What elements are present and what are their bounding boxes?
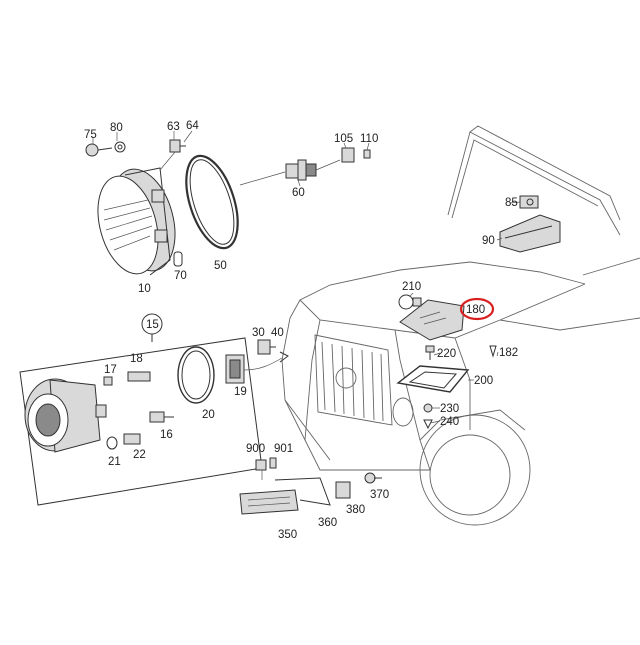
label-901: 901 [274, 443, 293, 455]
socket-105-110 [341, 147, 371, 163]
indicator-lamp [239, 457, 382, 515]
label-180: 180 [466, 304, 485, 316]
label-18: 18 [130, 353, 143, 365]
side-indicator [499, 195, 561, 253]
label-240: 240 [440, 416, 459, 428]
label-200: 200 [474, 375, 493, 387]
label-15: 15 [146, 319, 159, 331]
label-19: 19 [234, 386, 247, 398]
label-350: 350 [278, 529, 297, 541]
label-21: 21 [108, 456, 121, 468]
label-30: 30 [252, 327, 265, 339]
label-22: 22 [133, 449, 146, 461]
label-16: 16 [160, 429, 173, 441]
headlamp-unit [97, 167, 176, 276]
label-40: 40 [271, 327, 284, 339]
label-182: 182 [499, 347, 518, 359]
callout-box-15 [19, 313, 263, 506]
label-360: 360 [318, 517, 337, 529]
label-17: 17 [104, 364, 117, 376]
screw-and-washer [85, 141, 126, 157]
label-50: 50 [214, 260, 227, 272]
label-70: 70 [174, 270, 187, 282]
connectors-30-40 [243, 339, 289, 371]
label-220: 220 [437, 348, 456, 360]
leader-lines [92, 130, 521, 424]
bonnet-lamp [396, 294, 497, 430]
label-64: 64 [186, 120, 199, 132]
label-60: 60 [292, 187, 305, 199]
label-63: 63 [167, 121, 180, 133]
small-bulb [173, 251, 183, 267]
clips-63-64 [159, 139, 186, 171]
label-210: 210 [402, 281, 421, 293]
label-105: 105 [334, 133, 353, 145]
highlight-ring [459, 297, 495, 321]
label-20: 20 [202, 409, 215, 421]
label-230: 230 [440, 403, 459, 415]
label-80: 80 [110, 122, 123, 134]
callout-labels: 75 80 63 64 105 110 60 10 70 50 85 90 15… [84, 120, 518, 541]
label-380: 380 [346, 504, 365, 516]
label-85: 85 [505, 197, 518, 209]
sealing-ring [185, 154, 239, 250]
label-75: 75 [84, 129, 97, 141]
label-370: 370 [370, 489, 389, 501]
label-900: 900 [246, 443, 265, 455]
label-90: 90 [482, 235, 495, 247]
bulb [239, 159, 341, 186]
vehicle-outline [281, 125, 640, 526]
label-10: 10 [138, 283, 151, 295]
label-110: 110 [360, 133, 378, 145]
